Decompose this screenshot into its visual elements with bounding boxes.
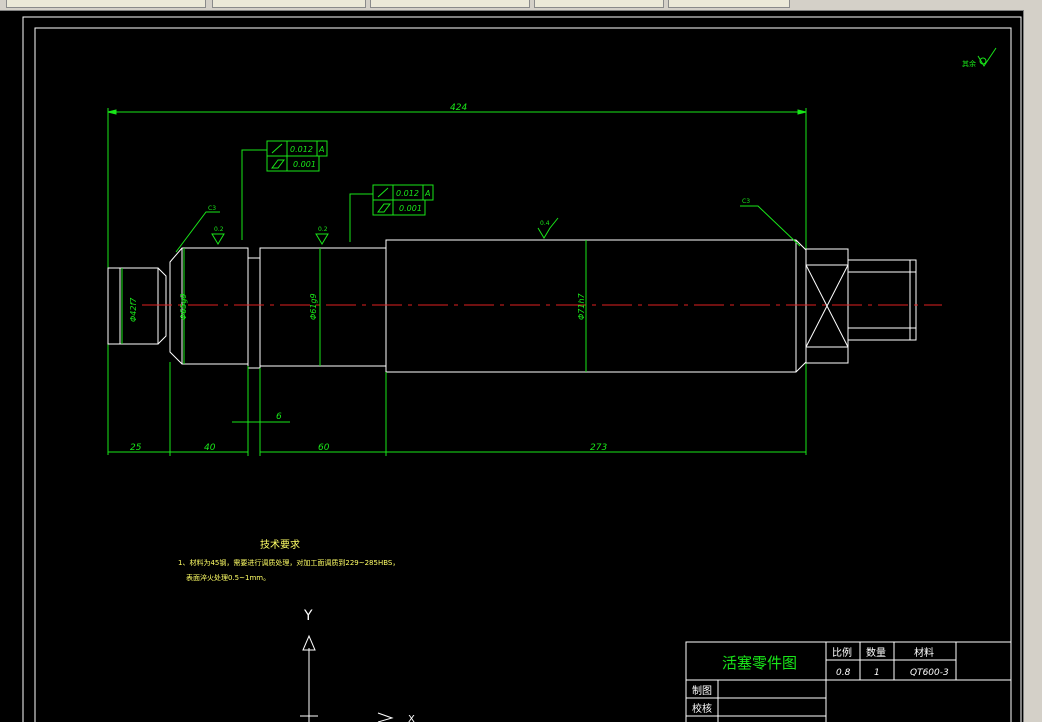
toolbar-segment[interactable] (212, 0, 366, 8)
chamfer-right: C3 (742, 198, 750, 205)
title-block-drawn-label: 制图 (692, 684, 712, 697)
toolbar-segment[interactable] (6, 0, 206, 8)
tol2-datum: A (424, 189, 430, 198)
window-top-strip (0, 0, 1042, 11)
dim-seg2: 40 (204, 443, 216, 453)
tol2-runout: 0.012 (396, 189, 419, 198)
notes-heading: 技术要求 (260, 538, 300, 551)
notes-line-2: 表面淬火处理0.5~1mm。 (186, 573, 270, 582)
dim-groove: 6 (276, 412, 282, 422)
tol2-cyl: 0.001 (399, 204, 422, 213)
tol1-runout: 0.012 (290, 145, 313, 154)
title-block-scale-value: 0.8 (836, 668, 851, 678)
chamfer-left: C3 (208, 205, 216, 212)
diameter-dimensions (121, 240, 587, 372)
ucs-y-label: Y (303, 608, 313, 624)
shaft-outline (107, 239, 917, 373)
dimension-overall (107, 108, 807, 455)
roughness-3: 0.4 (540, 220, 550, 227)
notes-line-1: 1、材料为45钢，需要进行调质处理，对加工面调质到229~285HBS， (178, 558, 399, 567)
dim-dia4: Φ71h7 (577, 292, 586, 320)
tolerance-frame-1 (241, 140, 328, 240)
title-block-qty-value: 1 (874, 668, 880, 678)
inner-frame (34, 27, 1012, 722)
other-roughness-symbol: 其余 (962, 47, 997, 68)
title-block (685, 641, 1012, 722)
toolbar-segment[interactable] (668, 0, 790, 8)
dim-dia3: Φ61g9 (309, 293, 318, 320)
chamfer-leaders (175, 205, 801, 253)
dim-seg3: 60 (318, 443, 330, 453)
ucs-x-label: X (408, 714, 415, 722)
roughness-symbols (211, 217, 559, 245)
svg-text:其余: 其余 (962, 59, 976, 68)
dim-seg1: 25 (130, 443, 142, 453)
dim-dia2: Φ65g9 (179, 293, 188, 320)
tol1-cyl: 0.001 (293, 160, 316, 169)
length-dimensions (108, 362, 806, 456)
tol1-datum: A (318, 145, 324, 154)
cad-drawing-canvas[interactable]: 其余 424 (0, 10, 1023, 722)
roughness-2: 0.2 (318, 226, 328, 233)
title-block-checked-label: 校核 (692, 702, 712, 715)
roughness-1: 0.2 (214, 226, 224, 233)
title-block-material-value: QT600-3 (910, 668, 949, 678)
dim-seg4: 273 (590, 443, 607, 453)
outer-frame (22, 16, 1022, 722)
toolbar-segment[interactable] (534, 0, 664, 8)
title-block-title: 活塞零件图 (722, 654, 797, 672)
vertical-scrollbar[interactable] (1023, 10, 1042, 722)
title-block-material-label: 材料 (914, 646, 934, 659)
tolerance-frame-2 (349, 184, 434, 242)
dim-text-overall: 424 (450, 103, 467, 113)
ucs-icon (300, 634, 394, 722)
title-block-scale-label: 比例 (832, 646, 852, 659)
toolbar-segment[interactable] (370, 0, 530, 8)
dim-dia1: Φ42f7 (129, 297, 138, 322)
title-block-qty-label: 数量 (866, 646, 886, 659)
